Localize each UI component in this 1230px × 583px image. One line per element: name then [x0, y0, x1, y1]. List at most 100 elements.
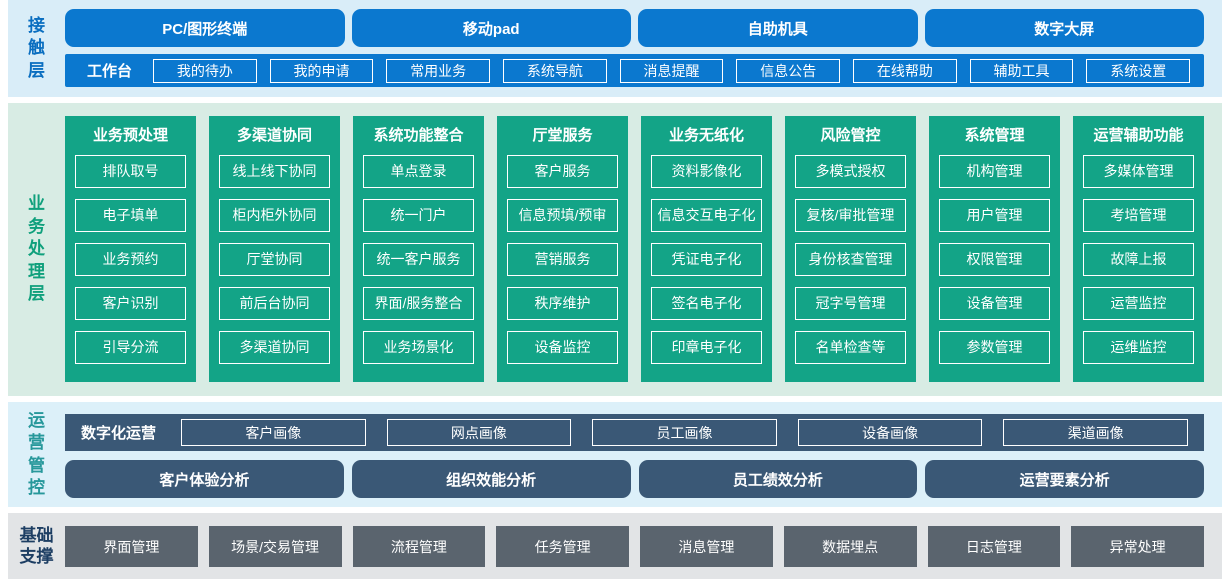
- module-box[interactable]: 参数管理: [939, 331, 1050, 364]
- processing-column: 运营辅助功能多媒体管理考培管理故障上报运营监控运维监控: [1073, 116, 1204, 382]
- workbench-item[interactable]: 我的待办: [153, 58, 257, 83]
- workbench-item[interactable]: 系统导航: [503, 58, 607, 83]
- module-box[interactable]: 印章电子化: [651, 331, 762, 364]
- foundation-button[interactable]: 任务管理: [496, 526, 629, 567]
- module-box[interactable]: 客户服务: [507, 155, 618, 188]
- foundation-label: 基础支撑: [8, 513, 65, 579]
- portrait-button[interactable]: 客户画像: [181, 419, 366, 446]
- terminal-button[interactable]: 自助机具: [638, 9, 918, 47]
- module-box[interactable]: 设备管理: [939, 287, 1050, 320]
- module-box[interactable]: 多渠道协同: [219, 331, 330, 364]
- module-box[interactable]: 权限管理: [939, 243, 1050, 276]
- operations-label: 运营管控: [8, 402, 65, 507]
- digital-bar: 数字化运营 客户画像网点画像员工画像设备画像渠道画像: [65, 414, 1204, 451]
- module-box[interactable]: 界面/服务整合: [363, 287, 474, 320]
- foundation-button[interactable]: 界面管理: [65, 526, 198, 567]
- module-box[interactable]: 统一客户服务: [363, 243, 474, 276]
- module-box[interactable]: 线上线下协同: [219, 155, 330, 188]
- module-box[interactable]: 资料影像化: [651, 155, 762, 188]
- module-box[interactable]: 前后台协同: [219, 287, 330, 320]
- terminal-button[interactable]: 移动pad: [351, 9, 631, 47]
- module-box[interactable]: 多模式授权: [795, 155, 906, 188]
- foundation-button[interactable]: 异常处理: [1071, 526, 1204, 567]
- workbench-item[interactable]: 系统设置: [1086, 58, 1191, 83]
- module-box[interactable]: 业务场景化: [363, 331, 474, 364]
- processing-column: 业务预处理排队取号电子填单业务预约客户识别引导分流: [65, 116, 196, 382]
- foundation-button[interactable]: 场景/交易管理: [208, 526, 342, 567]
- operations-band: 运营管控 数字化运营 客户画像网点画像员工画像设备画像渠道画像 客户体验分析组织…: [8, 402, 1222, 507]
- module-box[interactable]: 机构管理: [939, 155, 1050, 188]
- portrait-button[interactable]: 渠道画像: [1003, 419, 1188, 446]
- processing-layer-label-text: 业务处理层: [27, 194, 45, 304]
- column-title: 风险管控: [820, 127, 881, 144]
- module-box[interactable]: 单点登录: [363, 155, 474, 188]
- analysis-button[interactable]: 组织效能分析: [351, 460, 631, 498]
- module-box[interactable]: 冠字号管理: [795, 287, 906, 320]
- portrait-button[interactable]: 设备画像: [797, 419, 983, 446]
- column-title: 系统功能整合: [373, 127, 464, 144]
- module-box[interactable]: 营销服务: [507, 243, 618, 276]
- module-box[interactable]: 信息预填/预审: [507, 199, 618, 232]
- analysis-row: 客户体验分析组织效能分析员工绩效分析运营要素分析: [65, 460, 1204, 498]
- contact-layer-label-text: 接触层: [27, 15, 45, 80]
- workbench-item[interactable]: 在线帮助: [853, 58, 957, 83]
- module-box[interactable]: 排队取号: [75, 155, 186, 188]
- module-box[interactable]: 故障上报: [1083, 243, 1194, 276]
- foundation-label-text: 基础支撑: [19, 525, 54, 566]
- workbench-item[interactable]: 辅助工具: [969, 58, 1074, 83]
- column-title: 运营辅助功能: [1093, 127, 1184, 144]
- column-title: 系统管理: [964, 127, 1025, 144]
- module-box[interactable]: 厅堂协同: [219, 243, 330, 276]
- module-box[interactable]: 引导分流: [75, 331, 186, 364]
- foundation-row: 界面管理场景/交易管理流程管理任务管理消息管理数据埋点日志管理异常处理: [65, 526, 1204, 567]
- terminal-button[interactable]: PC/图形终端: [65, 9, 345, 47]
- workbench-label: 工作台: [87, 63, 133, 80]
- processing-column: 业务无纸化资料影像化信息交互电子化凭证电子化签名电子化印章电子化: [641, 116, 772, 382]
- portrait-button[interactable]: 网点画像: [386, 419, 572, 446]
- module-box[interactable]: 身份核查管理: [795, 243, 906, 276]
- module-box[interactable]: 柜内柜外协同: [219, 199, 330, 232]
- terminal-button[interactable]: 数字大屏: [924, 9, 1204, 47]
- column-title: 多渠道协同: [236, 127, 312, 144]
- workbench-bar: 工作台 我的待办我的申请常用业务系统导航消息提醒信息公告在线帮助辅助工具系统设置: [65, 54, 1204, 87]
- module-box[interactable]: 统一门户: [363, 199, 474, 232]
- workbench-item[interactable]: 我的申请: [269, 58, 374, 83]
- foundation-button[interactable]: 日志管理: [927, 526, 1061, 567]
- workbench-item[interactable]: 信息公告: [736, 58, 841, 83]
- module-box[interactable]: 多媒体管理: [1083, 155, 1194, 188]
- analysis-button[interactable]: 员工绩效分析: [638, 460, 918, 498]
- processing-column: 风险管控多模式授权复核/审批管理身份核查管理冠字号管理名单检查等: [785, 116, 916, 382]
- processing-column: 系统功能整合单点登录统一门户统一客户服务界面/服务整合业务场景化: [353, 116, 484, 382]
- module-box[interactable]: 设备监控: [507, 331, 618, 364]
- processing-layer-label: 业务处理层: [8, 103, 65, 396]
- module-box[interactable]: 签名电子化: [651, 287, 762, 320]
- foundation-button[interactable]: 流程管理: [352, 526, 486, 567]
- analysis-button[interactable]: 客户体验分析: [65, 460, 344, 498]
- foundation-button[interactable]: 数据埋点: [783, 526, 917, 567]
- module-box[interactable]: 名单检查等: [795, 331, 906, 364]
- operations-label-text: 运营管控: [27, 410, 45, 497]
- module-box[interactable]: 凭证电子化: [651, 243, 762, 276]
- workbench-item[interactable]: 消息提醒: [619, 58, 724, 83]
- foundation-button[interactable]: 消息管理: [640, 526, 773, 567]
- module-box[interactable]: 用户管理: [939, 199, 1050, 232]
- module-box[interactable]: 运营监控: [1083, 287, 1194, 320]
- column-title: 业务预处理: [92, 127, 168, 144]
- workbench-item[interactable]: 常用业务: [386, 58, 491, 83]
- module-box[interactable]: 信息交互电子化: [651, 199, 762, 232]
- processing-layer-band: 业务处理层 业务预处理排队取号电子填单业务预约客户识别引导分流多渠道协同线上线下…: [8, 103, 1222, 396]
- module-box[interactable]: 客户识别: [75, 287, 186, 320]
- module-box[interactable]: 业务预约: [75, 243, 186, 276]
- analysis-button[interactable]: 运营要素分析: [925, 460, 1204, 498]
- module-box[interactable]: 秩序维护: [507, 287, 618, 320]
- module-box[interactable]: 复核/审批管理: [795, 199, 906, 232]
- columns-row: 业务预处理排队取号电子填单业务预约客户识别引导分流多渠道协同线上线下协同柜内柜外…: [65, 103, 1204, 396]
- module-box[interactable]: 考培管理: [1083, 199, 1194, 232]
- module-box[interactable]: 运维监控: [1083, 331, 1194, 364]
- module-box[interactable]: 电子填单: [75, 199, 186, 232]
- portrait-button[interactable]: 员工画像: [592, 419, 777, 446]
- processing-column: 系统管理机构管理用户管理权限管理设备管理参数管理: [929, 116, 1060, 382]
- foundation-band: 基础支撑 界面管理场景/交易管理流程管理任务管理消息管理数据埋点日志管理异常处理: [8, 513, 1222, 579]
